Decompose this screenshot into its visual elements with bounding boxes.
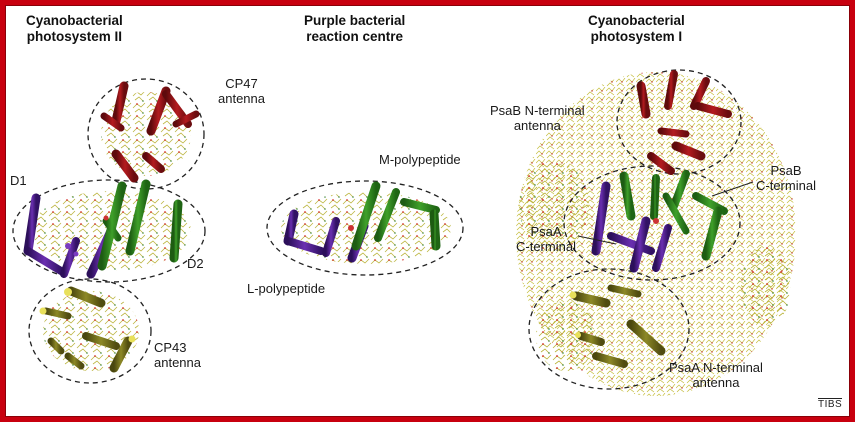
cp47-circle [87,78,205,190]
psi-title: Cyanobacterial photosystem I [588,13,685,44]
structure-diagram [12,69,796,396]
psa-c-circle [563,165,741,281]
psi-pigments [516,72,796,396]
prc-title: Purple bacterial reaction centre [304,13,406,44]
psab-n-helices [636,70,732,175]
cp43-helices [39,286,136,373]
leader-lines [577,181,754,245]
cp43-label: CP43 antenna [154,340,201,370]
cp47-helices [100,81,200,183]
l-polypeptide-label: L-polypeptide [247,281,326,296]
psaa-c-label: PsaA C-terminal [516,224,576,254]
psi-circles [528,69,742,390]
psab-n-circle [616,69,742,175]
psaa-n-helices [569,284,666,368]
d1-label: D1 [10,173,27,188]
journal-credit: TIBS [818,398,843,410]
cp43-circle [28,278,152,384]
psab-c-label: PsaB C-terminal [756,163,816,193]
psab-n-label: PsaB N-terminal antenna [490,103,585,133]
psii-title: Cyanobacterial photosystem II [26,13,123,44]
d2-label: D2 [187,256,204,271]
figure-frame: Cyanobacterial photosystem II Purple bac… [5,5,850,417]
cp47-label: CP47 antenna [218,76,265,106]
psii-circles [12,78,206,384]
m-polypeptide-label: M-polypeptide [379,152,461,167]
psa-c-helices [591,170,728,273]
prc-circle [266,180,464,276]
psaa-n-circle [528,268,690,390]
psaa-n-label: PsaA N-terminal antenna [669,360,763,390]
prc-helices [283,181,441,263]
d1-d2-circle [12,179,206,283]
d1-d2-helices [23,179,185,279]
